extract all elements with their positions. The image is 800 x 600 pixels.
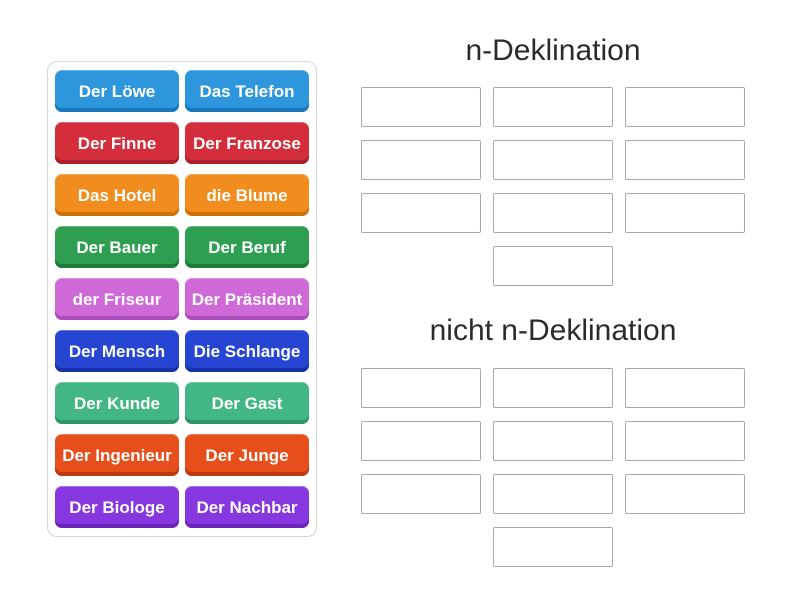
word-tile[interactable]: Der Mensch [55, 330, 179, 372]
word-tile[interactable]: Die Schlange [185, 330, 309, 372]
word-tile[interactable]: Der Ingenieur [55, 434, 179, 476]
word-tile[interactable]: Der Beruf [185, 226, 309, 268]
drop-slot[interactable] [493, 527, 613, 567]
word-tile[interactable]: der Friseur [55, 278, 179, 320]
word-tile[interactable]: Der Junge [185, 434, 309, 476]
drop-slot[interactable] [361, 474, 481, 514]
drop-slot[interactable] [361, 140, 481, 180]
drop-slot[interactable] [361, 368, 481, 408]
word-tile[interactable]: Der Nachbar [185, 486, 309, 528]
drop-slot[interactable] [493, 140, 613, 180]
word-tile[interactable]: Der Kunde [55, 382, 179, 424]
drop-slot[interactable] [493, 193, 613, 233]
word-tile[interactable]: Der Gast [185, 382, 309, 424]
drop-slot[interactable] [625, 474, 745, 514]
drop-slot[interactable] [493, 87, 613, 127]
word-tile[interactable]: Der Biologe [55, 486, 179, 528]
drop-slot[interactable] [361, 421, 481, 461]
drop-slot[interactable] [493, 246, 613, 286]
drop-slot[interactable] [625, 193, 745, 233]
word-tile[interactable]: Der Löwe [55, 70, 179, 112]
drop-slot[interactable] [493, 474, 613, 514]
drop-slot[interactable] [361, 87, 481, 127]
group-title-n-deklination: n-Deklination [465, 34, 641, 67]
word-tile[interactable]: Der Präsident [185, 278, 309, 320]
word-tile[interactable]: Der Franzose [185, 122, 309, 164]
drop-slot[interactable] [625, 421, 745, 461]
drop-slot[interactable] [625, 140, 745, 180]
word-tile[interactable]: Der Bauer [55, 226, 179, 268]
group-title-nicht-n-deklination: nicht n-Deklination [429, 314, 677, 347]
drop-slot[interactable] [493, 421, 613, 461]
drop-slot[interactable] [625, 368, 745, 408]
word-tile[interactable]: Das Hotel [55, 174, 179, 216]
word-tile[interactable]: die Blume [185, 174, 309, 216]
group-slots-n-deklination [361, 87, 745, 286]
group-slots-nicht-n-deklination [361, 368, 745, 567]
word-tile[interactable]: Das Telefon [185, 70, 309, 112]
drop-slot[interactable] [361, 193, 481, 233]
drop-slot[interactable] [625, 87, 745, 127]
drop-slot[interactable] [493, 368, 613, 408]
word-tile[interactable]: Der Finne [55, 122, 179, 164]
